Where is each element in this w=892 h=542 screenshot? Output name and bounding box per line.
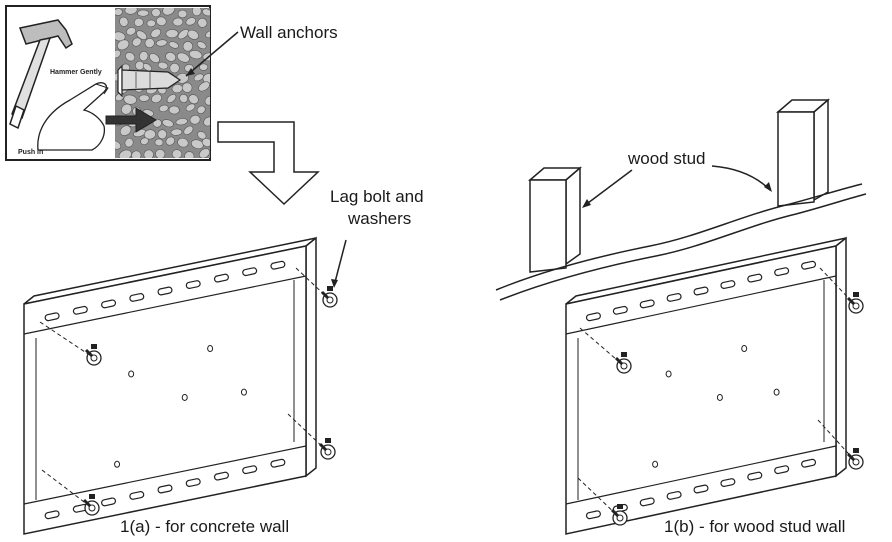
bolt-washer-icon [82, 494, 100, 516]
anchor-inset: Hammer Gently Push in [5, 5, 211, 161]
mounting-slot [157, 484, 173, 494]
center-hole [207, 345, 214, 353]
outline-arrow-icon [217, 121, 320, 206]
mounting-slot [157, 286, 173, 296]
mounting-slot [639, 299, 655, 309]
mounting-slot [242, 465, 258, 475]
center-hole [652, 460, 659, 468]
bolt-washer-icon [318, 438, 336, 460]
mounting-slot [801, 458, 817, 468]
mounting-slot [801, 260, 817, 270]
finger-icon [37, 82, 109, 151]
mounting-slot [639, 497, 655, 507]
mounting-slot [129, 491, 145, 500]
mounting-slot [185, 478, 201, 487]
wall-anchors-leader [185, 31, 239, 77]
mounting-slot [44, 312, 60, 322]
inset-hammer-text: Hammer Gently [50, 69, 102, 76]
center-hole [181, 393, 188, 401]
mounting-slot [44, 510, 60, 520]
inset-push-text: Push in [18, 149, 43, 156]
bolt-washer-icon [84, 344, 102, 366]
bolt-washer-icon [614, 352, 632, 374]
mounting-slot [101, 497, 117, 507]
mounting-slot [72, 305, 88, 315]
hammer-icon [9, 19, 73, 130]
mounting-slot [585, 312, 601, 322]
mounting-slot [185, 280, 201, 289]
wood-stud-label: wood stud [628, 149, 706, 168]
mounting-slot [720, 280, 736, 289]
push-arrow-icon [105, 107, 157, 133]
wall-plate-a [23, 236, 338, 535]
wall-anchor-icon [117, 64, 182, 98]
wood-stud-leader-left [583, 169, 633, 207]
lag-bolt-label-line1: Lag bolt and [330, 187, 424, 206]
mounting-slot [693, 484, 709, 494]
mounting-slot [213, 273, 229, 283]
center-hole [773, 388, 780, 396]
wall-anchors-label: Wall anchors [240, 23, 338, 42]
mounting-slot [101, 299, 117, 309]
wall-plate-b [565, 236, 864, 535]
center-hole [741, 345, 748, 353]
bolt-washer-icon [610, 504, 628, 526]
mounting-slot [129, 293, 145, 302]
center-hole [716, 393, 723, 401]
mounting-slot [720, 478, 736, 487]
bolt-washer-icon [846, 448, 864, 470]
lag-bolt-label-line2: washers [348, 209, 412, 228]
mounting-slot [242, 267, 258, 277]
mounting-slot [693, 286, 709, 296]
center-hole [240, 388, 247, 396]
wood-studs [495, 98, 867, 301]
caption-wood-stud-wall: 1(b) - for wood stud wall [664, 517, 846, 536]
mounting-slot [270, 458, 286, 468]
center-hole [665, 370, 672, 378]
mounting-slot [774, 465, 790, 475]
lag-bolt-leader [333, 239, 347, 287]
mounting-slot [747, 273, 763, 283]
center-hole [128, 370, 135, 378]
wood-stud-leader-right [711, 165, 771, 191]
mounting-slot [213, 471, 229, 481]
bolt-washer-icon [846, 292, 864, 314]
bolt-washer-icon [320, 286, 338, 308]
mounting-slot [666, 293, 682, 302]
mounting-slot [774, 267, 790, 277]
caption-concrete-wall: 1(a) - for concrete wall [120, 517, 290, 536]
center-hole [114, 460, 121, 468]
mounting-slot [585, 510, 601, 520]
mounting-slot [612, 305, 628, 315]
mounting-slot [270, 260, 286, 270]
mounting-slot [666, 491, 682, 500]
mounting-slot [747, 471, 763, 481]
